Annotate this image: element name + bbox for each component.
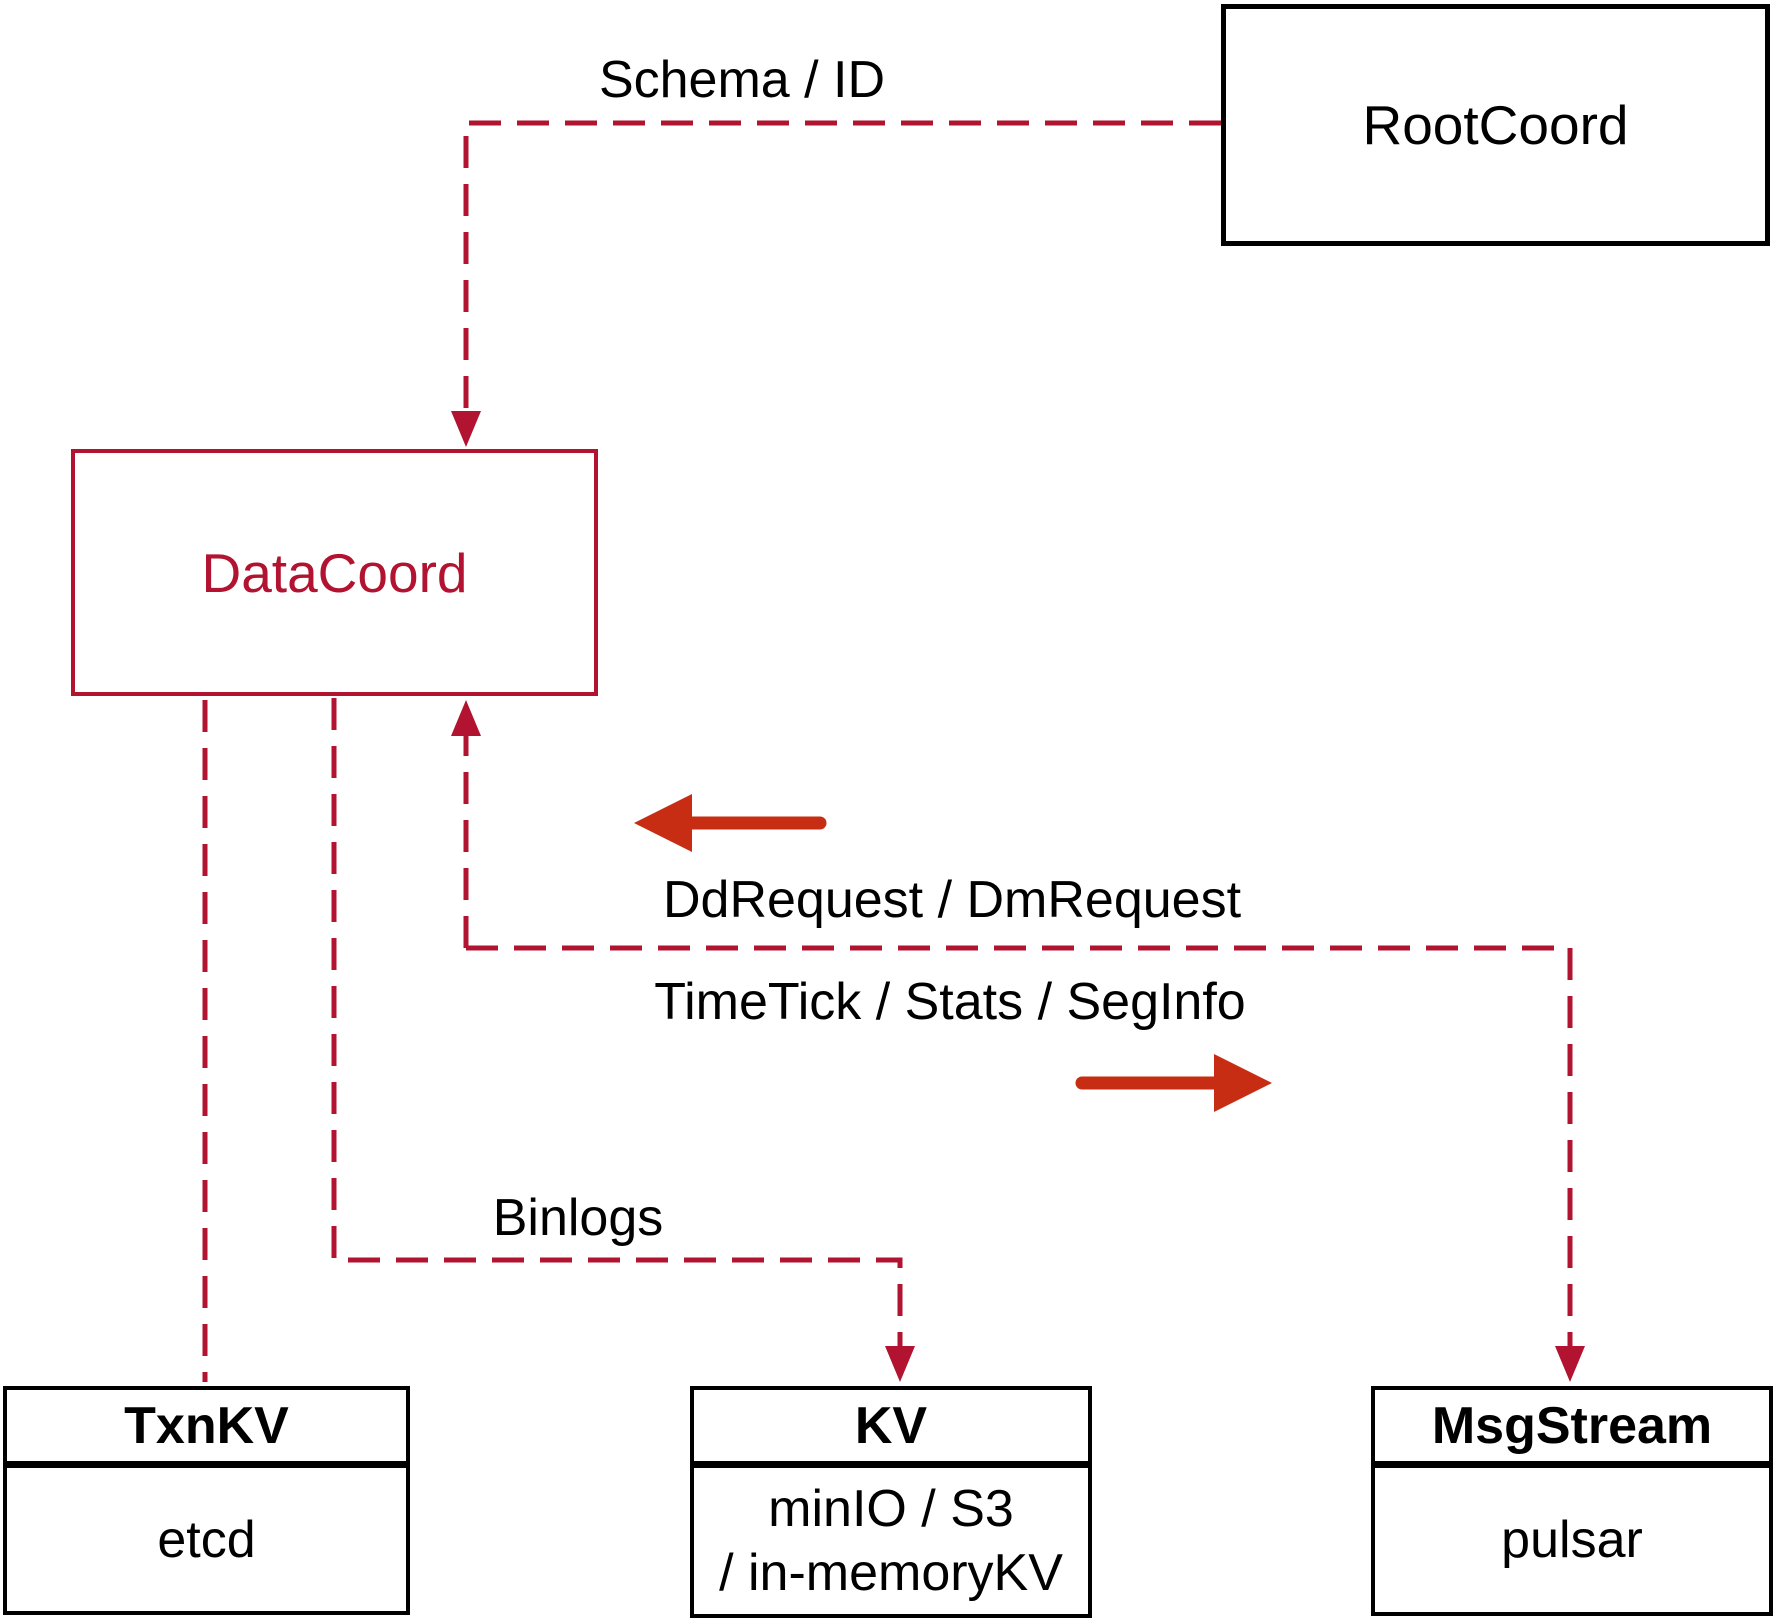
edge-label-ddrequest-dmrequest: DdRequest / DmRequest: [662, 871, 1242, 929]
edge-bus-to-msgstream-arrowhead: [1555, 1346, 1585, 1382]
right-direction-arrow-head: [1214, 1054, 1272, 1112]
node-txnkv-body: etcd: [7, 1468, 406, 1611]
edge-datacoord-to-kv-line: [331, 698, 903, 1372]
edge-bus-to-datacoord-arrowhead: [451, 700, 481, 736]
node-msgstream-header: MsgStream: [1375, 1390, 1769, 1468]
node-kv-title: KV: [854, 1396, 928, 1455]
node-msgstream-title: MsgStream: [1431, 1396, 1713, 1455]
node-kv-impl-line2: / in-memoryKV: [719, 1544, 1063, 1602]
node-datacoord-label: DataCoord: [201, 541, 468, 604]
node-txnkv-title: TxnKV: [124, 1396, 289, 1455]
node-kv-body: minIO / S3 / in-memoryKV: [694, 1468, 1088, 1614]
edge-label-binlogs: Binlogs: [492, 1189, 664, 1247]
node-msgstream: MsgStream pulsar: [1371, 1386, 1773, 1616]
edge-label-schema-id: Schema / ID: [598, 51, 886, 109]
node-datacoord: DataCoord: [71, 449, 598, 696]
node-kv-impl-line1: minIO / S3: [768, 1480, 1014, 1538]
node-msgstream-body: pulsar: [1375, 1468, 1769, 1612]
node-kv-header: KV: [694, 1390, 1088, 1468]
node-txnkv: TxnKV etcd: [3, 1386, 410, 1615]
edge-rootcoord-to-datacoord-line: [463, 120, 1221, 437]
edge-rootcoord-to-datacoord-arrowhead: [451, 411, 481, 447]
node-rootcoord-label: RootCoord: [1362, 94, 1629, 156]
left-direction-arrow-head: [634, 794, 692, 852]
node-rootcoord: RootCoord: [1221, 4, 1770, 246]
node-txnkv-impl: etcd: [157, 1510, 256, 1569]
edge-datacoord-to-kv-arrowhead: [885, 1346, 915, 1382]
edge-label-timetick-stats-seginfo: TimeTick / Stats / SegInfo: [654, 973, 1246, 1031]
node-msgstream-impl: pulsar: [1501, 1511, 1643, 1569]
edge-bus-to-msgstream-line: [466, 945, 1573, 1372]
node-txnkv-header: TxnKV: [7, 1390, 406, 1468]
node-kv: KV minIO / S3 / in-memoryKV: [690, 1386, 1092, 1618]
